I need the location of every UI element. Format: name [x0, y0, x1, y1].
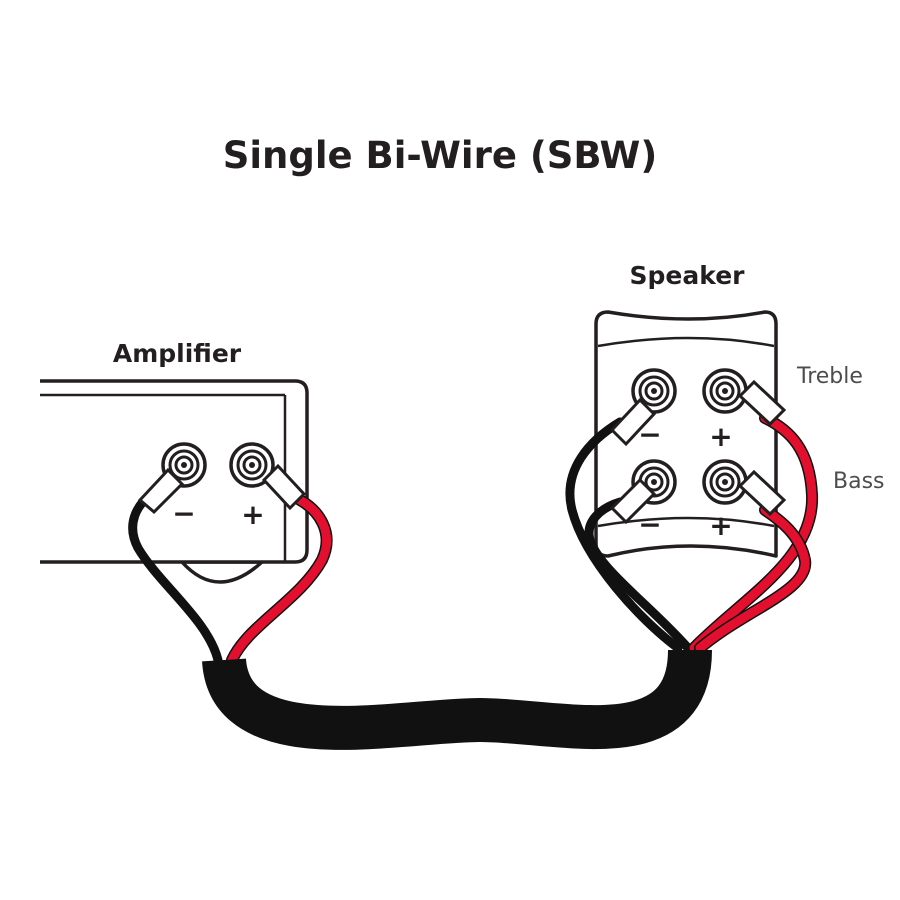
amplifier-negative-sign: − [172, 497, 195, 530]
spade-connector-icon [737, 379, 787, 427]
spade-connector-icon [137, 467, 185, 515]
spade-connector-icon [737, 469, 787, 517]
amplifier-positive-sign: + [241, 498, 264, 531]
treble-positive-sign: + [709, 420, 732, 453]
spade-connector-icon [609, 477, 657, 525]
bass-label: Bass [833, 469, 885, 494]
bass-negative-sign: − [638, 508, 661, 541]
treble-positive-wire [689, 413, 817, 653]
spade-connector-icon [261, 463, 307, 511]
amplifier-label: Amplifier [113, 339, 242, 368]
speaker-bottom-curve [597, 516, 775, 528]
diagram-title: Single Bi-Wire (SBW) [223, 134, 658, 177]
cable-jacket [202, 648, 712, 750]
spade-connector-icon [609, 397, 657, 447]
treble-negative-wire [565, 417, 683, 653]
speaker-top-curve [597, 336, 775, 348]
amplifier: Amplifier − + [40, 339, 309, 584]
amplifier-negative-wire [128, 489, 223, 665]
treble-label: Treble [796, 364, 863, 389]
speaker-label: Speaker [630, 261, 746, 290]
cable [202, 648, 712, 750]
amplifier-wires [128, 489, 333, 666]
bass-negative-wire [584, 497, 693, 653]
amplifier-foot [180, 560, 264, 584]
bass-positive-wire [695, 505, 810, 653]
amplifier-positive-wire [227, 495, 332, 665]
binding-post-icon [702, 368, 748, 414]
spade-connectors [137, 379, 787, 525]
binding-post-icon [702, 459, 748, 505]
speaker-wires [565, 412, 819, 654]
bass-positive-sign: + [709, 509, 732, 542]
